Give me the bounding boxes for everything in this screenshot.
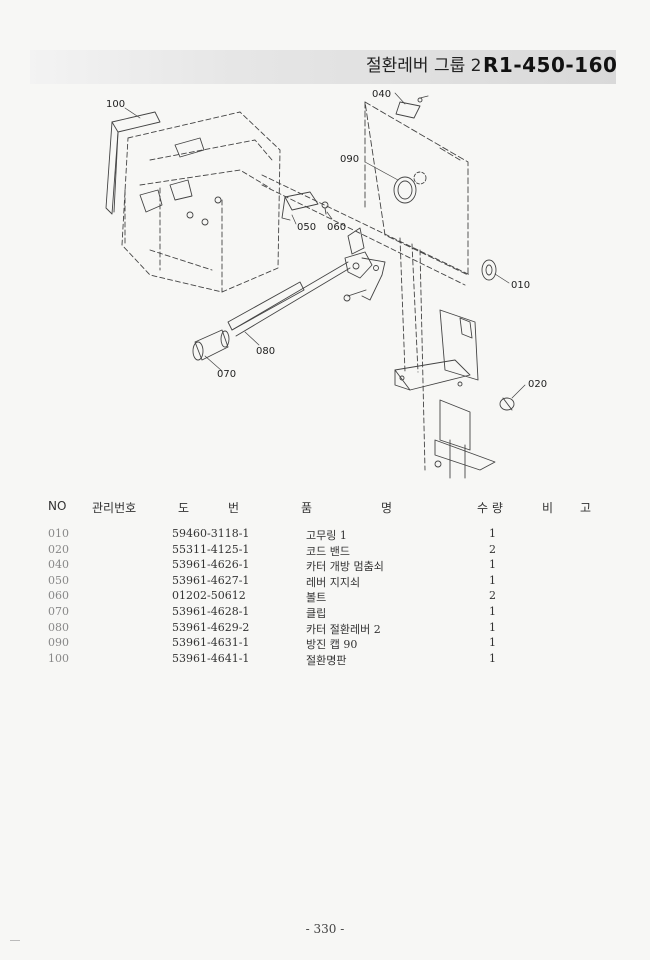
quantity: 1: [489, 604, 496, 618]
header-no: NO: [48, 499, 67, 513]
scan-mark: [10, 940, 20, 941]
drawing-number: 53961-4629-2: [172, 620, 250, 634]
part-name: 카터 절환레버 2: [306, 622, 381, 636]
quantity: 2: [489, 589, 496, 603]
quantity: 1: [489, 527, 496, 540]
drawing-number: 59460-3118-1: [172, 527, 250, 540]
header-drawing-2: 번: [228, 501, 240, 515]
header-name-2: 명: [381, 501, 393, 515]
rubber-ring-010: [481, 259, 497, 281]
switch-lever-080: [227, 227, 386, 337]
bracket-040: [395, 95, 429, 119]
page-number: - 330 -: [305, 922, 345, 936]
part-name: 클립: [306, 606, 327, 620]
part-no: 100: [48, 651, 69, 665]
header-management-number: 관리번호: [92, 501, 137, 515]
header-quantity: 수 량: [477, 501, 503, 515]
part-no: 080: [48, 620, 69, 634]
quantity: 1: [489, 651, 496, 665]
drawing-number: 53961-4626-1: [172, 558, 250, 572]
callout-050: 050: [297, 222, 316, 233]
drawing-number: 01202-50612: [172, 589, 246, 603]
quantity: 1: [489, 558, 496, 572]
parts-diagram: 100 040 090 050 060 010 080 070 020: [105, 89, 547, 479]
drawing-number: 53961-4631-1: [172, 636, 250, 650]
callout-070: 070: [217, 369, 236, 380]
header-band: [30, 50, 616, 84]
quantity: 2: [489, 542, 496, 556]
cover-details: [139, 137, 222, 226]
dust-cap-090: [393, 171, 427, 204]
part-name: 레버 지지쇠: [306, 575, 361, 589]
callout-060: 060: [327, 222, 346, 233]
part-no: 060: [48, 589, 69, 603]
callout-090: 090: [340, 154, 359, 165]
part-no: 040: [48, 558, 69, 572]
header-name-1: 품: [301, 501, 313, 515]
group-title: 절환레버 그룹 2: [366, 56, 482, 76]
quantity: 1: [489, 573, 496, 587]
part-name: 고무링 1: [306, 529, 347, 542]
header-remarks-1: 비: [542, 501, 554, 515]
cord-band-020: [499, 397, 515, 411]
callout-100: 100: [106, 99, 125, 110]
frame-outline: [261, 174, 471, 471]
drawing-number: 53961-4628-1: [172, 604, 250, 618]
part-no: 020: [48, 542, 69, 556]
part-name: 절환명판: [306, 653, 347, 667]
callout-080: 080: [256, 346, 275, 357]
group-code: R1-450-160: [483, 53, 618, 77]
mounting-plate: [364, 101, 469, 276]
header-remarks-2: 고: [580, 501, 592, 515]
header-drawing-1: 도: [178, 501, 190, 515]
callout-020: 020: [528, 379, 547, 390]
nameplate-part: [105, 111, 161, 215]
part-name: 방진 캡 90: [306, 638, 358, 652]
drawing-number: 53961-4627-1: [172, 573, 250, 587]
part-name: 코드 밴드: [306, 544, 350, 558]
part-no: 070: [48, 604, 69, 618]
cover-housing: [121, 111, 281, 293]
part-no: 050: [48, 573, 69, 587]
drawing-number: 53961-4641-1: [172, 651, 250, 665]
part-no: 010: [48, 527, 69, 540]
part-name: 카터 개방 멈춤쇠: [306, 560, 384, 574]
part-no: 090: [48, 636, 69, 650]
clip-070: [192, 329, 230, 361]
lower-bracket: [394, 309, 496, 479]
part-name: 볼트: [306, 591, 327, 605]
callout-010: 010: [511, 280, 530, 291]
callout-040: 040: [372, 89, 391, 100]
drawing-number: 55311-4125-1: [172, 542, 250, 556]
leader-lines: [124, 92, 526, 399]
quantity: 1: [489, 620, 496, 634]
quantity: 1: [489, 636, 496, 650]
